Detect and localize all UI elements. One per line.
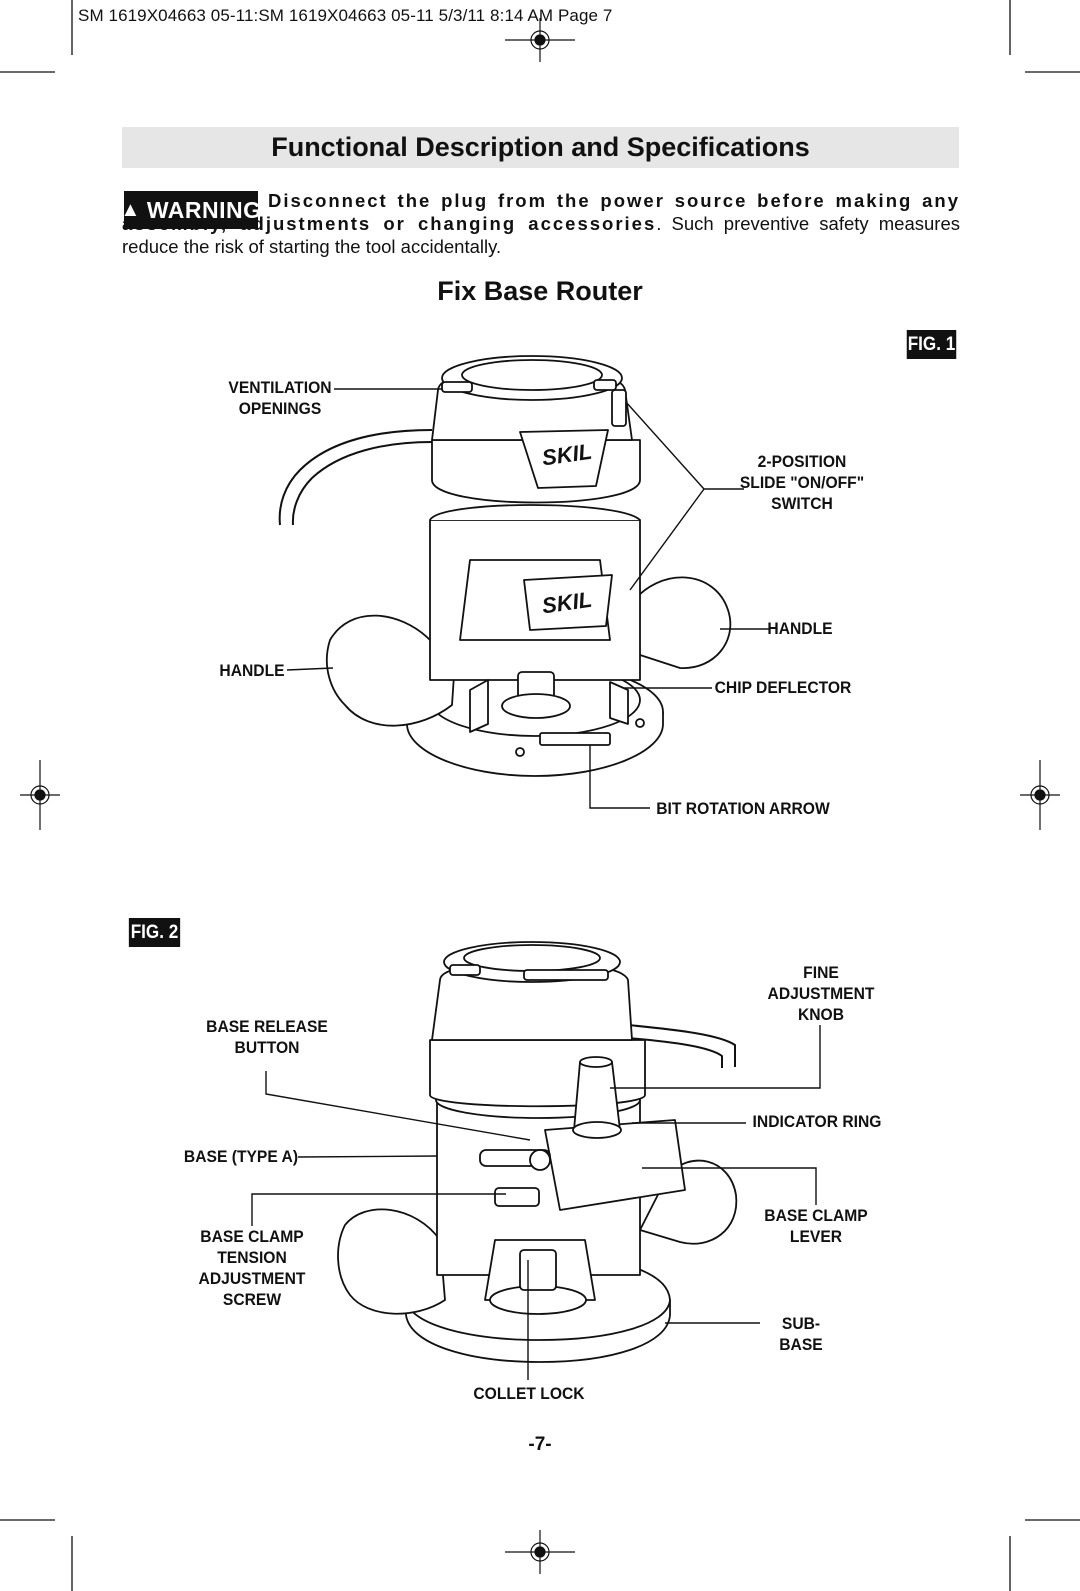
section-title-bar: Functional Description and Specification… bbox=[122, 127, 959, 168]
print-slug: SM 1619X04663 05-11:SM 1619X04663 05-11 … bbox=[78, 6, 613, 25]
subsection-title: Fix Base Router bbox=[437, 276, 643, 306]
label-ventilation-openings: VENTILATION OPENINGS bbox=[228, 378, 332, 418]
fig1-leader-lines bbox=[286, 388, 770, 809]
registration-mark-left bbox=[20, 760, 60, 830]
label-collet-lock: COLLET LOCK bbox=[473, 1384, 585, 1403]
label-chip-deflector: CHIP DEFLECTOR bbox=[714, 678, 852, 697]
registration-mark-right bbox=[1020, 760, 1060, 830]
warning-badge: ▲ WARNING bbox=[120, 191, 261, 229]
label-indicator-ring: INDICATOR RING bbox=[752, 1112, 882, 1131]
fig2-tag: FIG. 2 bbox=[128, 918, 181, 947]
fig1-tag: FIG. 1 bbox=[906, 330, 957, 359]
label-on-off-switch: 2-POSITION SLIDE "ON/OFF" SWITCH bbox=[739, 452, 865, 513]
warning-triangle-icon: ▲ bbox=[120, 198, 141, 221]
label-base-type-a: BASE (TYPE A) bbox=[183, 1147, 299, 1166]
label-bit-rotation-arrow: BIT ROTATION ARROW bbox=[656, 799, 830, 818]
router-illustration-fig1 bbox=[278, 355, 732, 777]
label-handle-right: HANDLE bbox=[767, 619, 833, 638]
warning-normal-text: . Such preventive safety measures reduce… bbox=[122, 213, 960, 257]
label-fine-adjustment-knob: FINE ADJUSTMENT KNOB bbox=[767, 963, 875, 1024]
router-illustration-fig2 bbox=[337, 941, 738, 1363]
page-number: -7- bbox=[528, 1434, 552, 1455]
section-title: Functional Description and Specification… bbox=[271, 132, 810, 162]
label-base-clamp-tension-screw: BASE CLAMP TENSION ADJUSTMENT SCREW bbox=[198, 1227, 306, 1309]
registration-mark-top bbox=[505, 18, 575, 62]
label-sub-base: SUB-BASE bbox=[779, 1314, 823, 1354]
registration-mark-bottom bbox=[505, 1530, 575, 1574]
fig2-leader-lines bbox=[251, 1025, 821, 1380]
label-base-release-button: BASE RELEASE BUTTON bbox=[206, 1017, 328, 1057]
label-base-clamp-lever: BASE CLAMP LEVER bbox=[764, 1206, 868, 1246]
warning-badge-label: WARNING bbox=[146, 196, 262, 223]
label-handle-left: HANDLE bbox=[219, 661, 285, 680]
